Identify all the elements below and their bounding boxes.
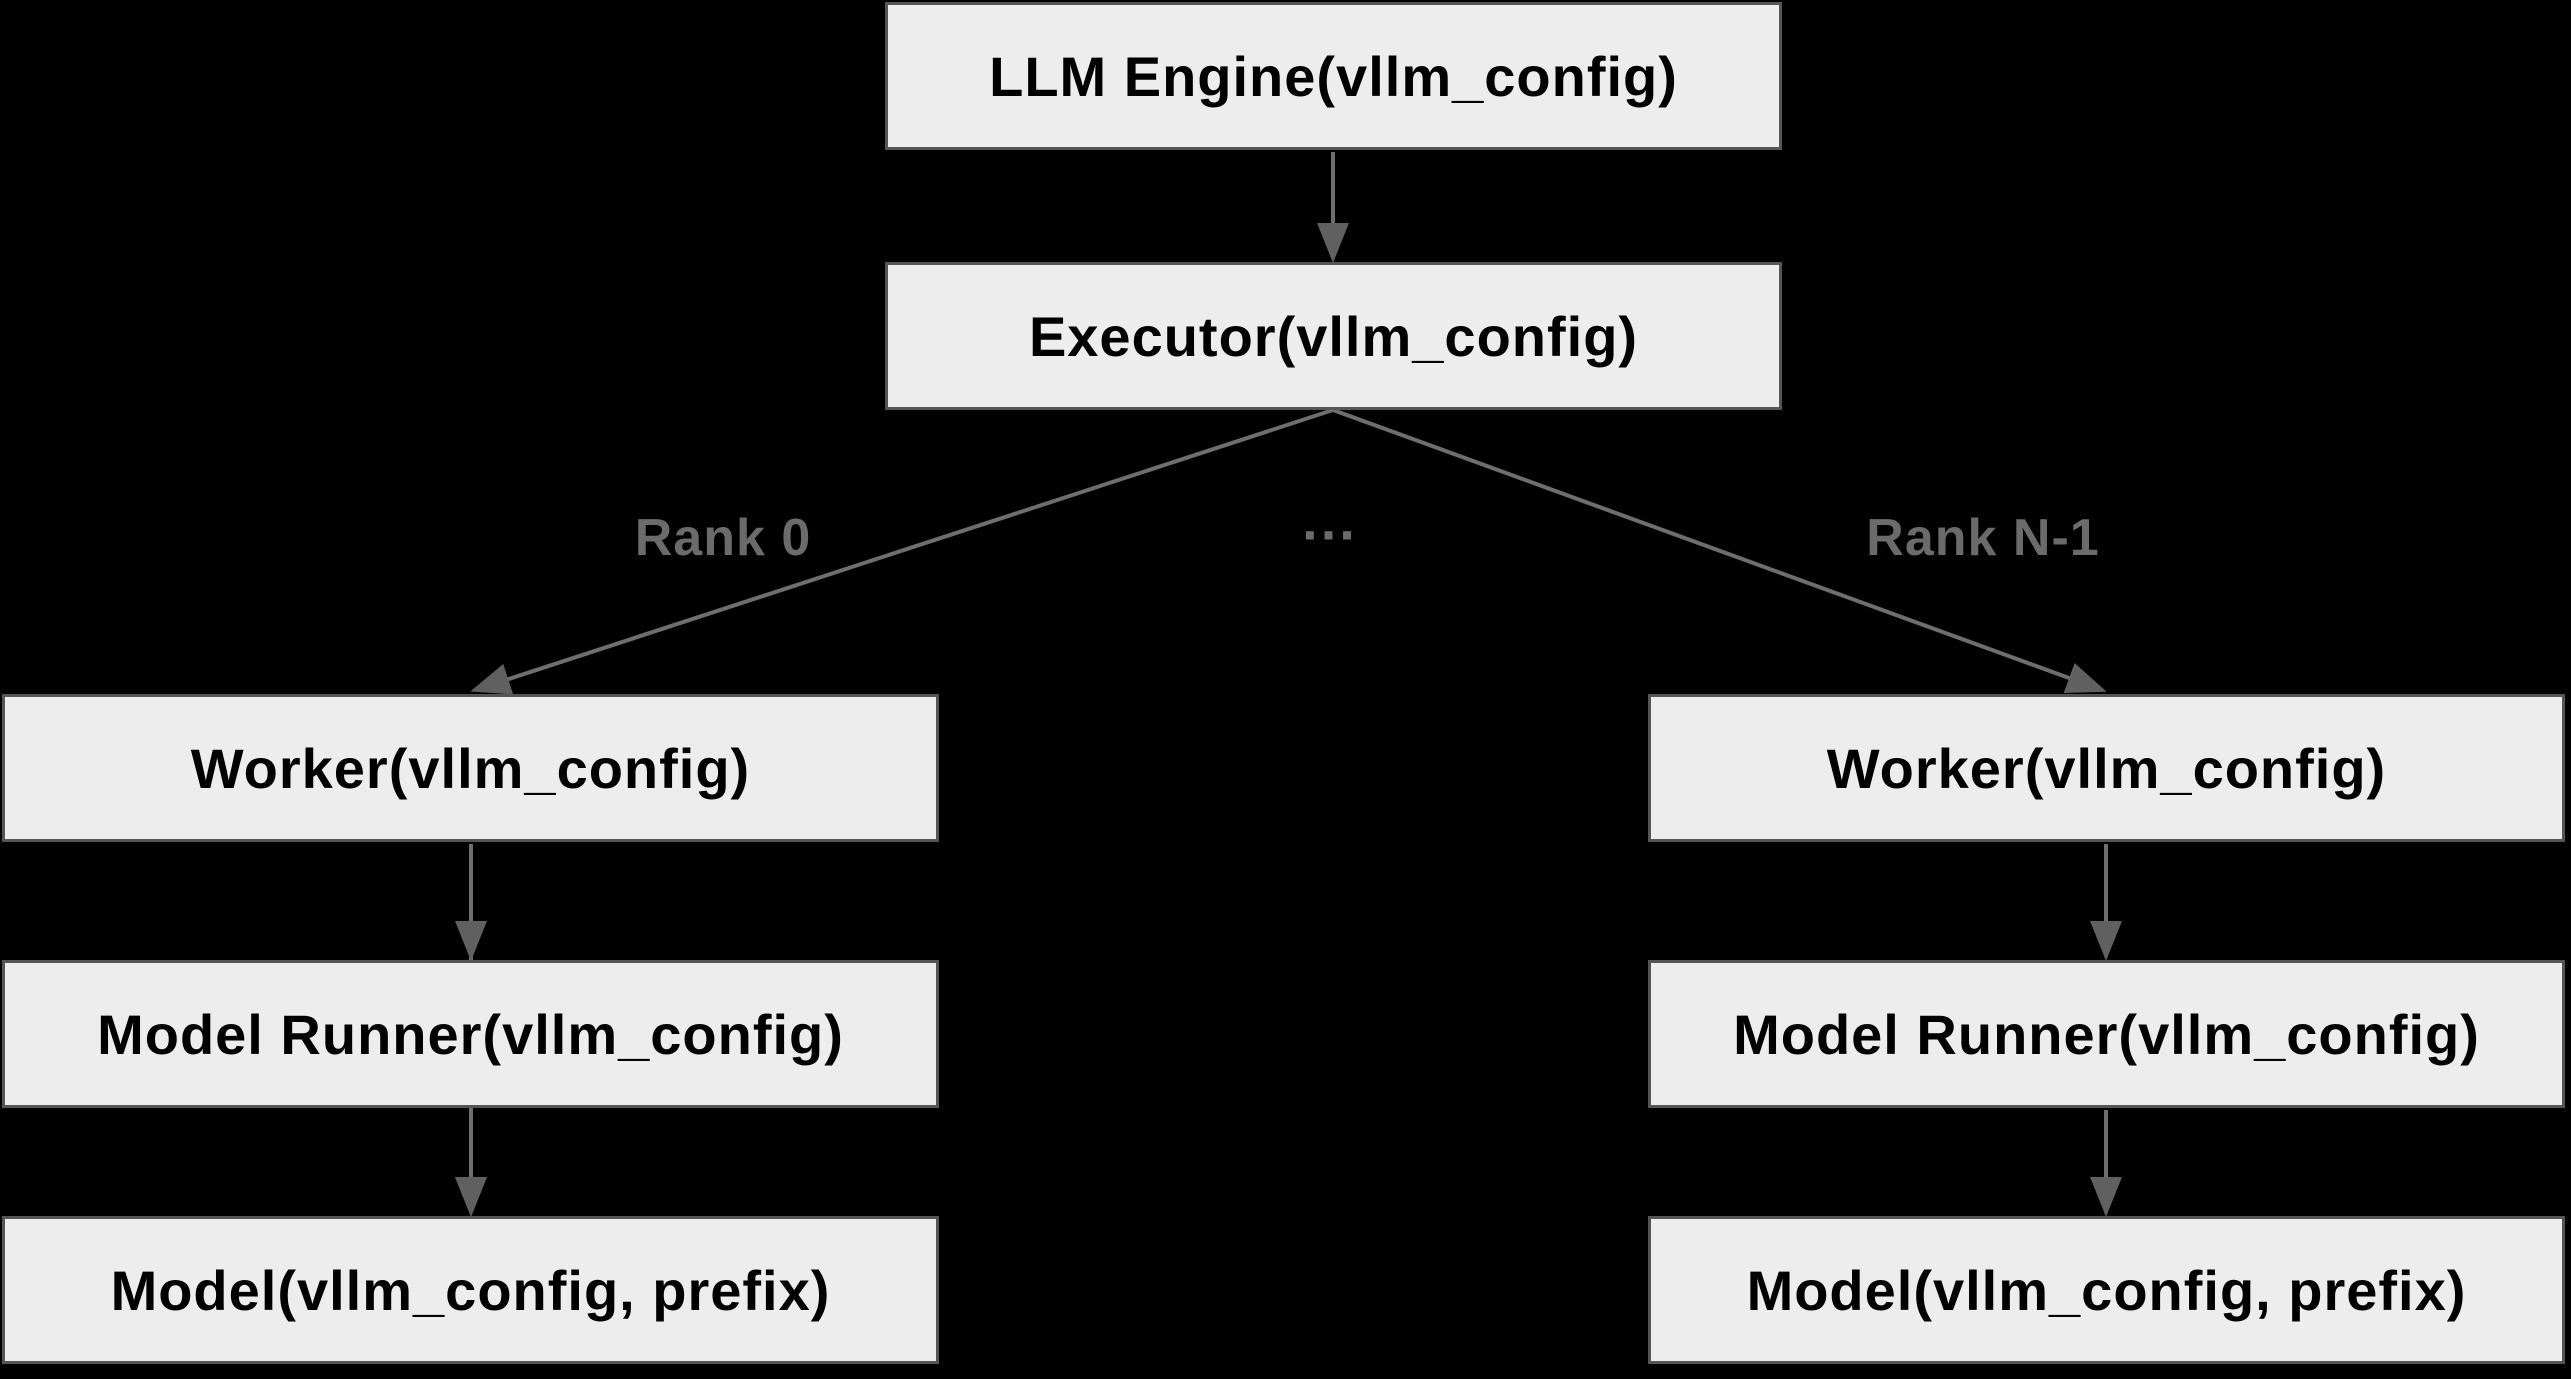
node-llm-engine: LLM Engine(vllm_config) [885,2,1782,150]
node-model-rankn: Model(vllm_config, prefix) [1648,1216,2565,1364]
node-worker-rank0: Worker(vllm_config) [2,694,939,842]
node-executor: Executor(vllm_config) [885,262,1782,410]
edge-executor-to-worker-rank0 [470,408,1334,695]
edge-label-ellipsis: ... [1302,488,1358,552]
edge-executor-to-worker-rankn [1332,408,2107,694]
node-model-rank0: Model(vllm_config, prefix) [2,1216,939,1364]
edge-label-rank-0: Rank 0 [634,509,812,567]
node-model-runner-rankn: Model Runner(vllm_config) [1648,960,2565,1108]
node-model-runner-rank0: Model Runner(vllm_config) [2,960,939,1108]
edge-label-rank-n-1: Rank N-1 [1866,509,2100,567]
node-worker-rankn: Worker(vllm_config) [1648,694,2565,842]
